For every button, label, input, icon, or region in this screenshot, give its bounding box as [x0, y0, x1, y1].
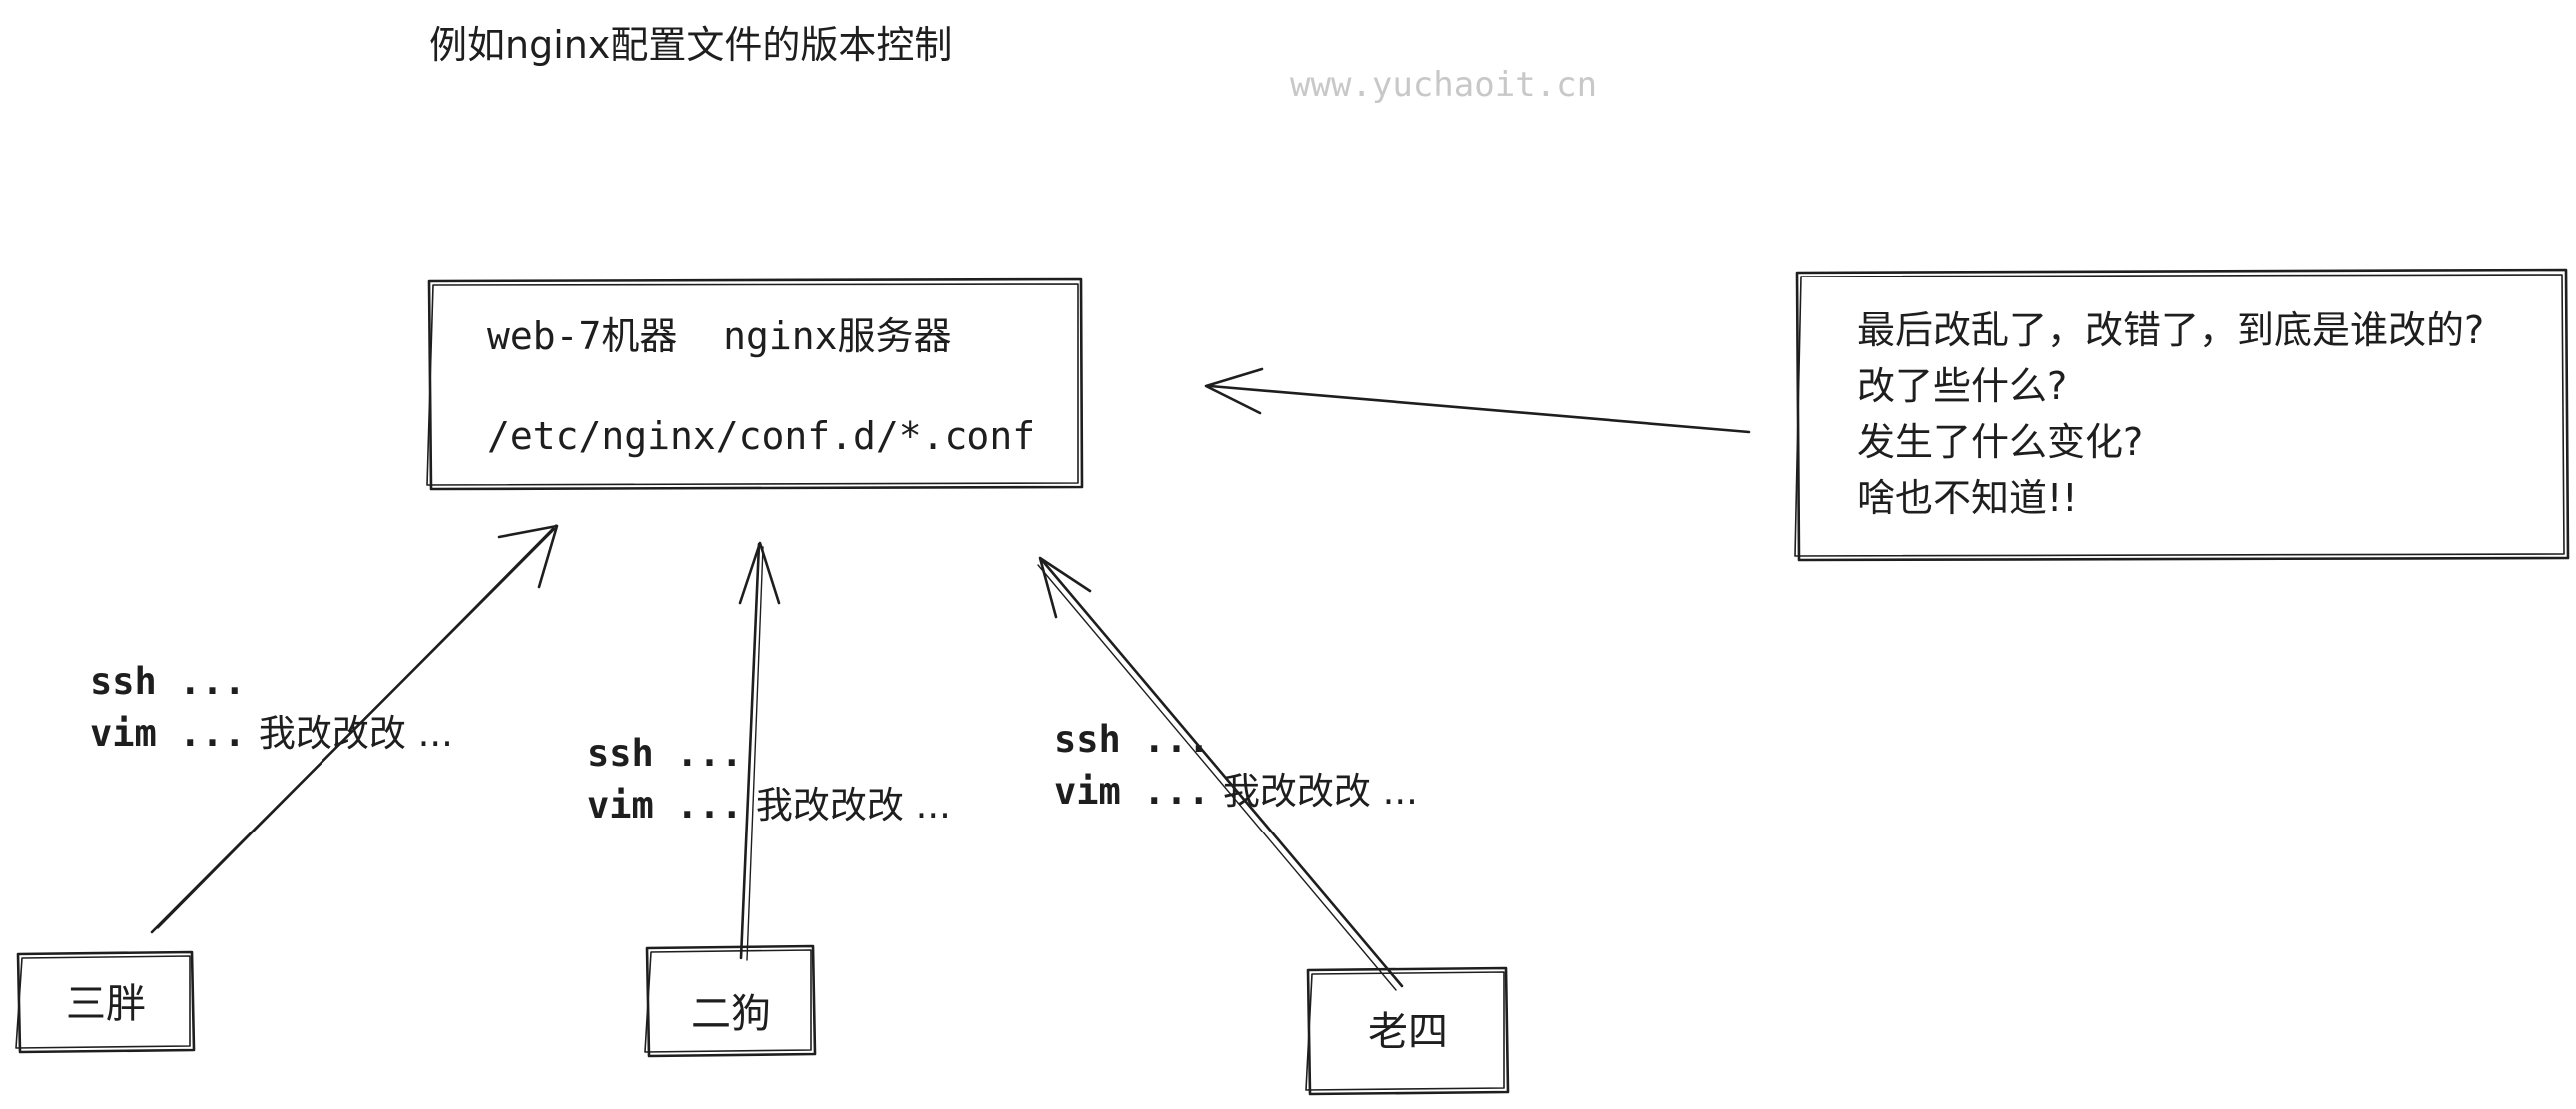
ergou-action-text: 我改改改 ...: [755, 784, 951, 827]
arrow-laosi-to-server: [1037, 556, 1404, 991]
arrow-sanpang-to-server: [150, 524, 559, 934]
server-name-label: web-7机器 nginx服务器: [487, 314, 952, 358]
note-line-4: 啥也不知道!!: [1857, 476, 2078, 520]
sanpang-ssh-command: ssh ...: [90, 660, 246, 703]
arrow-ergou-to-server: [738, 541, 781, 961]
laosi-action-text: 我改改改 ...: [1222, 770, 1418, 813]
sanpang-vim-command: vim ... 我改改改 ...: [90, 715, 453, 752]
watermark: www.yuchaoit.cn: [1290, 65, 1598, 105]
person-box-ergou: [644, 944, 817, 1058]
laosi-vim-text: vim ...: [1054, 770, 1210, 813]
laosi-ssh-command: ssh ...: [1054, 718, 1210, 761]
sanpang-action-text: 我改改改 ...: [258, 712, 453, 755]
person-label-laosi: 老四: [1368, 1009, 1448, 1055]
note-line-2: 改了些什么?: [1857, 364, 2068, 408]
ergou-vim-command: vim ... 我改改改 ...: [587, 787, 951, 824]
person-box-laosi: [1305, 966, 1510, 1096]
note-box: [1794, 268, 2570, 562]
person-label-ergou: 二狗: [691, 991, 771, 1037]
server-config-path: /etc/nginx/conf.d/*.conf: [487, 414, 1036, 458]
note-line-1: 最后改乱了，改错了，到底是谁改的?: [1857, 308, 2485, 352]
note-line-3: 发生了什么变化?: [1857, 420, 2144, 464]
server-box: [426, 277, 1084, 491]
page-title: 例如nginx配置文件的版本控制: [429, 23, 953, 67]
arrow-note-to-server: [1204, 367, 1751, 434]
person-box-sanpang: [15, 950, 196, 1054]
sanpang-vim-text: vim ...: [90, 712, 246, 755]
laosi-vim-command: vim ... 我改改改 ...: [1054, 773, 1418, 810]
person-label-sanpang: 三胖: [66, 981, 146, 1027]
ergou-ssh-command: ssh ...: [587, 732, 743, 775]
ergou-vim-text: vim ...: [587, 784, 743, 827]
